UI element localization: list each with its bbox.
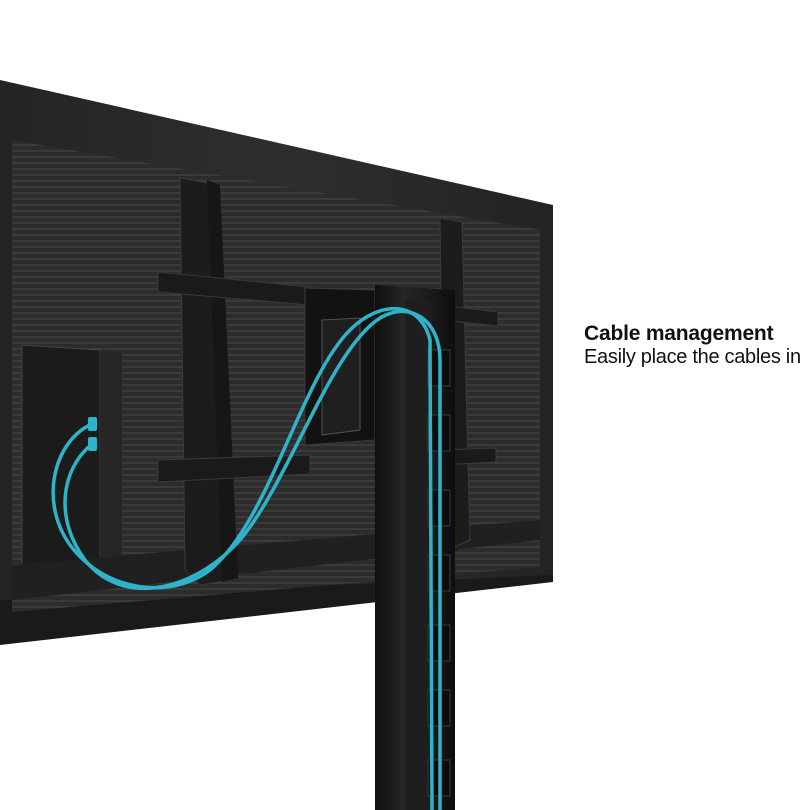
mounting-block bbox=[321, 317, 361, 436]
column-front-face bbox=[405, 300, 432, 810]
cable-connectors bbox=[88, 417, 97, 451]
feature-caption: Cable management Easily place the cables… bbox=[584, 321, 810, 369]
feature-subtitle: Easily place the cables in bbox=[584, 346, 801, 368]
hdmi-cables bbox=[51, 307, 442, 810]
port-recess-inner bbox=[100, 350, 122, 560]
feature-title: Cable management bbox=[584, 322, 774, 345]
